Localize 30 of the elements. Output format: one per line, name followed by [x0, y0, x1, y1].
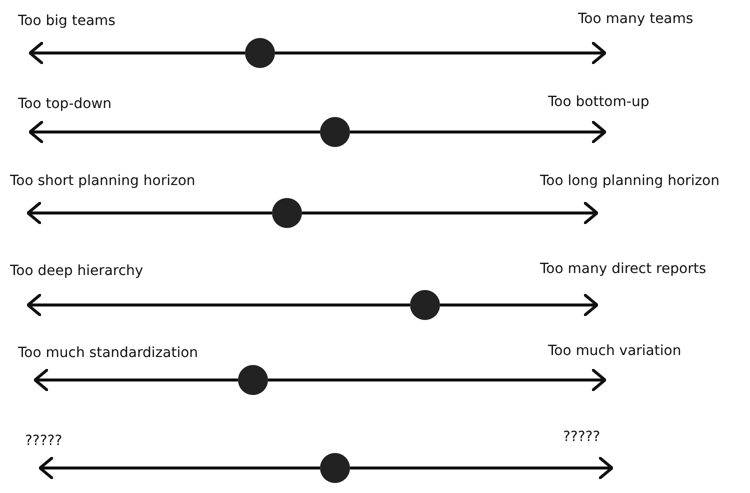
- arrow: [26, 294, 410, 316]
- slider-dot: [320, 453, 350, 483]
- arrow: [34, 368, 238, 392]
- scale-end-label: Too top-down: [18, 95, 112, 113]
- arrow: [275, 42, 606, 64]
- arrow: [350, 120, 606, 144]
- arrow: [268, 368, 606, 392]
- scale-end-label: Too long planning horizon: [540, 172, 720, 190]
- slider-dot: [410, 290, 440, 320]
- scale-end-label: ?????: [25, 432, 62, 450]
- scale-end-label: Too many direct reports: [540, 260, 706, 278]
- scale-end-label: Too big teams: [18, 12, 116, 30]
- arrow: [28, 120, 320, 144]
- scale-end-label: ?????: [563, 428, 600, 446]
- scale-end-label: Too many teams: [578, 10, 694, 28]
- slider-dot: [320, 117, 350, 147]
- arrow: [38, 456, 320, 480]
- arrow: [302, 202, 598, 224]
- arrow: [350, 456, 614, 480]
- arrow: [28, 42, 245, 64]
- arrow: [440, 294, 598, 316]
- scale-end-label: Too deep hierarchy: [10, 262, 144, 280]
- scale-end-label: Too bottom-up: [548, 93, 650, 111]
- scale-end-label: Too much variation: [548, 342, 682, 360]
- scale-end-label: Too short planning horizon: [10, 172, 196, 190]
- scale-end-label: Too much standardization: [18, 344, 198, 362]
- slider-dot: [238, 365, 268, 395]
- arrow: [26, 202, 272, 224]
- slider-dot: [245, 38, 275, 68]
- slider-dot: [272, 198, 302, 228]
